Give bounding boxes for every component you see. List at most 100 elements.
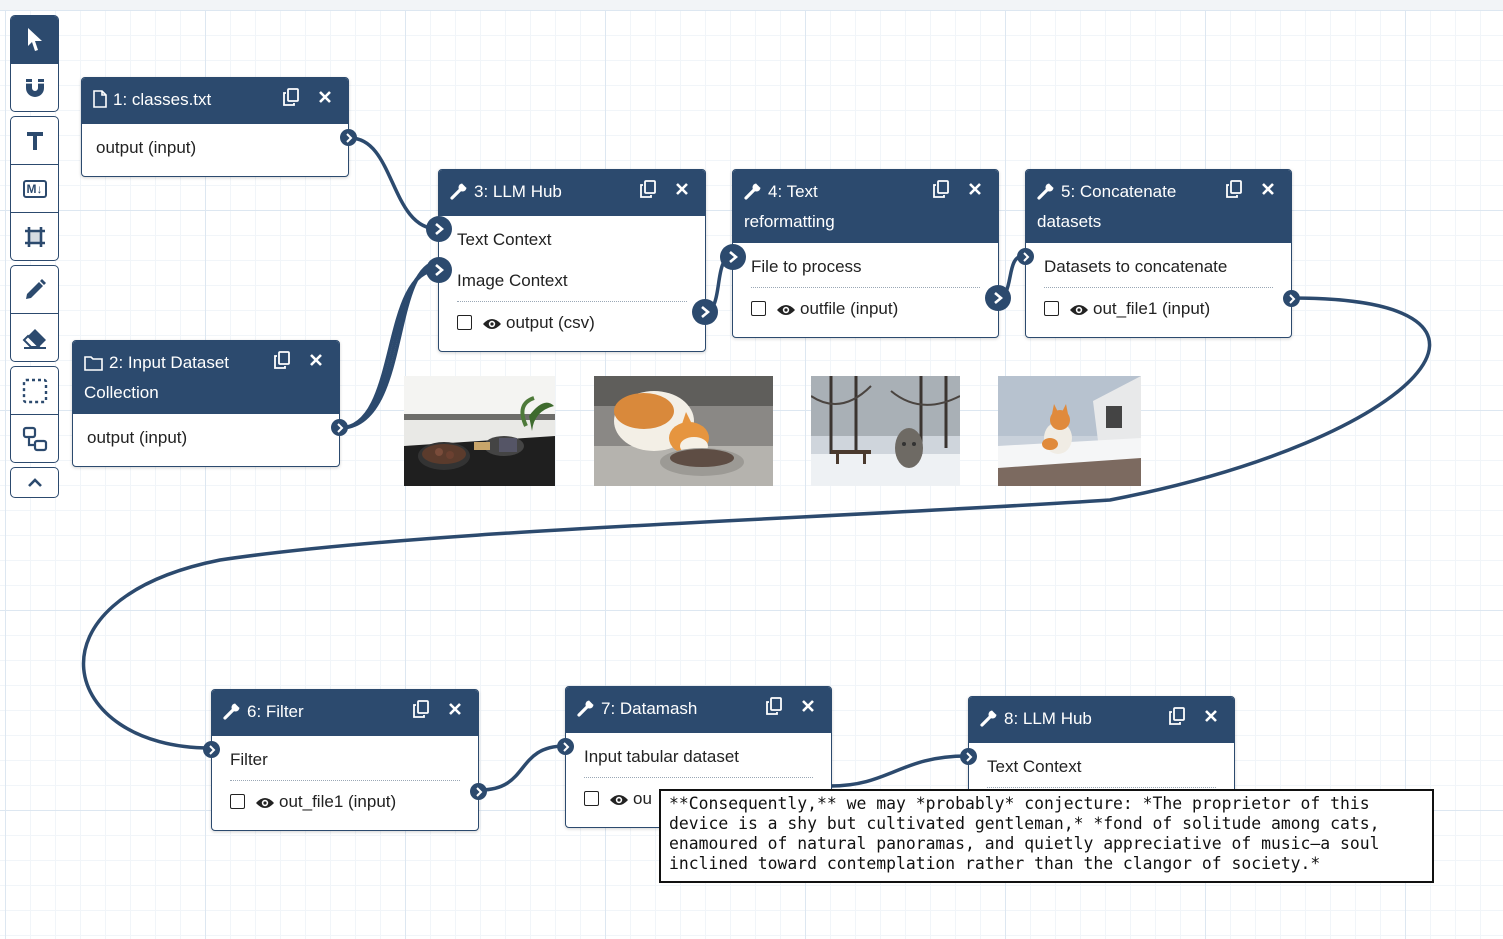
- node-header[interactable]: 7: Datamash: [566, 687, 831, 733]
- workflow-node-1[interactable]: 1: classes.txt output (input): [81, 77, 357, 177]
- node-title-cont: Collection: [84, 383, 159, 402]
- text-annotation: **Consequently,** we may *probably* conj…: [659, 789, 1434, 883]
- remove-node-button[interactable]: [673, 179, 691, 199]
- close-icon: [310, 354, 322, 366]
- node-body: File to process outfile (input): [733, 243, 998, 337]
- input-terminal[interactable]: [557, 738, 574, 755]
- eye-icon[interactable]: [609, 781, 629, 822]
- chevron-right-icon: [965, 751, 972, 762]
- snap-tool-button[interactable]: [11, 64, 58, 111]
- output-terminal[interactable]: [340, 129, 357, 146]
- pointer-tool-button[interactable]: [11, 16, 58, 64]
- node-header[interactable]: 6: Filter: [212, 690, 478, 736]
- clone-node-button[interactable]: [412, 699, 430, 719]
- editor-toolbar: M↓: [10, 15, 59, 502]
- output-terminal[interactable]: [985, 285, 1011, 311]
- node-header[interactable]: 8: LLM Hub: [969, 697, 1234, 743]
- chevron-right-icon: [701, 306, 710, 318]
- note-line: **Consequently,** we may *probably* conj…: [669, 794, 1370, 813]
- cat-eating-photo: [594, 376, 773, 486]
- text-tool-button[interactable]: [11, 117, 58, 165]
- clone-node-button[interactable]: [1225, 179, 1243, 199]
- close-icon: [969, 183, 981, 195]
- node-header[interactable]: 3: LLM Hub: [439, 170, 705, 216]
- eraser-tool-button[interactable]: [11, 314, 58, 361]
- output-label: outfile (input): [800, 299, 899, 318]
- node-title-cont: datasets: [1037, 212, 1102, 231]
- eye-icon[interactable]: [482, 305, 502, 346]
- clone-node-button[interactable]: [765, 696, 783, 716]
- output-checkbox[interactable]: [1044, 301, 1059, 316]
- workflow-node-6[interactable]: 6: Filter Filter out_file1 (input): [203, 689, 487, 831]
- chevron-right-icon: [435, 264, 444, 276]
- output-checkbox[interactable]: [584, 791, 599, 806]
- output-checkbox[interactable]: [230, 794, 245, 809]
- workflow-node-8[interactable]: 8: LLM Hub Text Context: [960, 696, 1235, 796]
- chevron-right-icon: [1288, 293, 1295, 304]
- input-terminal[interactable]: [203, 741, 220, 758]
- node-input-file: File to process: [751, 246, 980, 288]
- input-terminal-image-context[interactable]: [426, 257, 452, 283]
- cat-on-snow-photo: [998, 376, 1141, 486]
- clone-node-button[interactable]: [639, 179, 657, 199]
- clone-node-button[interactable]: [282, 87, 300, 107]
- node-title: 1: classes.txt: [113, 90, 212, 109]
- output-terminal[interactable]: [692, 299, 718, 325]
- chevron-right-icon: [729, 251, 738, 263]
- remove-node-button[interactable]: [799, 696, 817, 716]
- eye-icon[interactable]: [255, 784, 275, 825]
- remove-node-button[interactable]: [307, 350, 325, 370]
- node-header[interactable]: 1: classes.txt: [82, 78, 348, 124]
- snowy-park-photo: [811, 376, 960, 486]
- magnet-icon: [25, 78, 44, 97]
- pencil-tool-button[interactable]: [11, 266, 58, 314]
- remove-node-button[interactable]: [446, 699, 464, 719]
- input-terminal[interactable]: [1017, 248, 1034, 265]
- input-terminal[interactable]: [960, 748, 977, 765]
- output-label: output (csv): [506, 313, 595, 332]
- frame-tool-button[interactable]: [11, 213, 58, 260]
- folder-icon: [84, 352, 103, 379]
- box-select-tool-button[interactable]: [11, 367, 58, 415]
- clone-node-button[interactable]: [273, 350, 291, 370]
- clone-node-button[interactable]: [932, 179, 950, 199]
- output-terminal[interactable]: [331, 419, 348, 436]
- note-line: device is a shy but cultivated gentleman…: [669, 814, 1380, 833]
- eye-icon[interactable]: [1069, 291, 1089, 332]
- collapse-toolbar-button[interactable]: [11, 468, 58, 497]
- node-input-text-context: Text Context: [457, 230, 552, 249]
- wrench-icon: [577, 698, 595, 725]
- output-terminal[interactable]: [1283, 290, 1300, 307]
- chevron-right-icon: [336, 422, 343, 433]
- eraser-icon: [22, 328, 46, 349]
- auto-layout-tool-button[interactable]: [11, 415, 58, 462]
- output-terminal[interactable]: [470, 783, 487, 800]
- output-checkbox[interactable]: [457, 315, 472, 330]
- workflow-node-3[interactable]: 3: LLM Hub Text Context Image Context ou…: [426, 169, 718, 352]
- remove-node-button[interactable]: [1202, 706, 1220, 726]
- node-input-tabular: Input tabular dataset: [584, 736, 813, 778]
- remove-node-button[interactable]: [316, 87, 334, 107]
- remove-node-button[interactable]: [966, 179, 984, 199]
- eye-icon[interactable]: [776, 291, 796, 332]
- clone-node-button[interactable]: [1168, 706, 1186, 726]
- copy-icon: [933, 180, 949, 198]
- input-terminal[interactable]: [720, 244, 746, 270]
- markdown-tool-button[interactable]: M↓: [11, 165, 58, 213]
- output-checkbox[interactable]: [751, 301, 766, 316]
- wrench-icon: [744, 181, 762, 208]
- note-line: inclined toward contemplation rather tha…: [669, 854, 1321, 873]
- wrench-icon: [980, 708, 998, 735]
- input-terminal-text-context[interactable]: [426, 216, 452, 242]
- close-icon: [1262, 183, 1274, 195]
- node-title: 7: Datamash: [601, 699, 698, 718]
- remove-node-button[interactable]: [1259, 179, 1277, 199]
- chevron-right-icon: [562, 741, 569, 752]
- wrench-icon: [223, 701, 241, 728]
